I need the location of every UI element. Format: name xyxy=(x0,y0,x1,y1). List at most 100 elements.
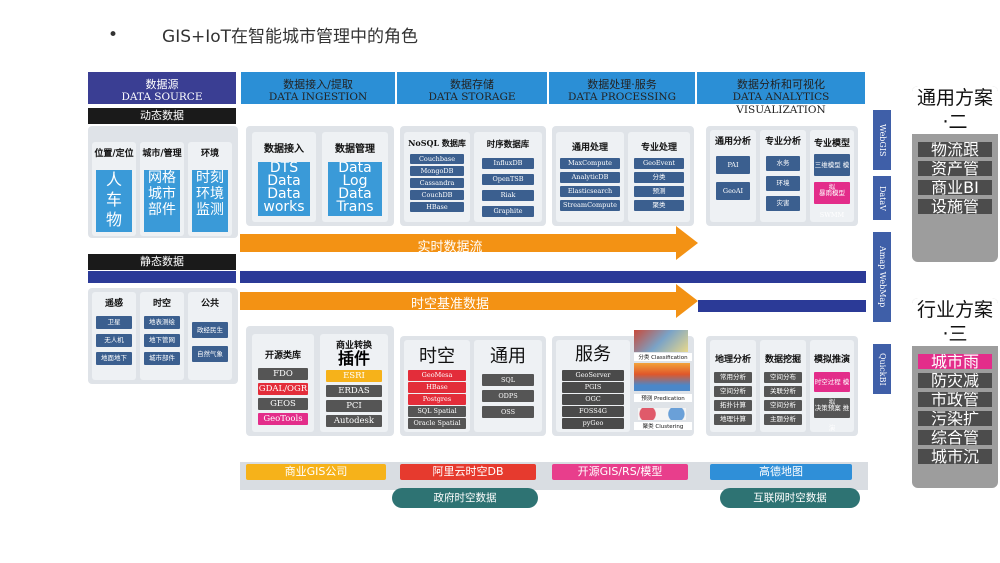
static-item: 地表测绘 xyxy=(144,316,180,329)
card-title: 开源类库 xyxy=(264,351,301,361)
analytics-model-list: 三维模型 模拟暴雨模型 SWMM xyxy=(814,154,850,219)
card-title: NoSQL 数据库 xyxy=(408,138,466,148)
header-en: DATA PROCESSING xyxy=(568,91,676,103)
thumb-clustering xyxy=(638,408,686,420)
industry-solution-list: 城市雨防灾减市政管污染扩综合管城市沉 xyxy=(912,350,998,472)
open-library-item: GDAL/OGR xyxy=(258,383,308,395)
card-body: 人 车 物 xyxy=(96,170,132,232)
geo-analysis-item: 空间分析 xyxy=(714,386,752,397)
general-solution-title: 通用方案·二 xyxy=(912,86,998,134)
data-mining-item: 主题分析 xyxy=(764,414,802,425)
thumb-classification xyxy=(634,330,688,352)
geo-analysis-item: 常用分析 xyxy=(714,372,752,383)
source-static-panel: 遥感 卫星无人机地面地下 时空 地表测绘地下管网城市部件 公共 政经民生自然气象 xyxy=(88,288,238,384)
business-plugin-item: Autodesk xyxy=(326,415,382,427)
header-en: DATA ANALYTICS VISUALIZATION xyxy=(732,91,830,116)
card-title: 环境 xyxy=(200,149,219,159)
spatiotemporal-storage-item: HBase xyxy=(408,382,466,393)
solution-item: 综合管 xyxy=(918,430,992,445)
processing-general-item: AnalyticDB xyxy=(560,172,620,183)
solution-item: 商业BI xyxy=(918,180,992,195)
card-body: Data Log Data Trans xyxy=(328,162,382,216)
card-title: 专业模型 xyxy=(813,139,850,149)
ingestion-card-manage: 数据管理 Data Log Data Trans xyxy=(322,132,388,222)
static-remote-list: 卫星无人机地面地下 xyxy=(96,316,132,370)
header-data-analytics: 数据分析和可视化 DATA ANALYTICS VISUALIZATION xyxy=(697,72,865,116)
card-title: 通用分析 xyxy=(714,137,751,147)
bullet: • xyxy=(108,24,119,45)
dynamic-data-label: 动态数据 xyxy=(88,108,236,124)
card-title: 专业分析 xyxy=(764,137,801,147)
card-body: 时刻 环境监测 xyxy=(192,170,228,232)
open-library-item: GeoTools xyxy=(258,413,308,425)
simulation-item: 决策预案 推演 xyxy=(814,398,850,432)
service-item: GeoServer xyxy=(562,370,624,381)
static-item: 卫星 xyxy=(96,316,132,329)
industry-solution-title: 行业方案·三 xyxy=(912,298,998,346)
solution-item: 市政管 xyxy=(918,392,992,407)
tag-aliyun-db: 阿里云时空DB xyxy=(400,464,536,480)
title-text: GIS+IoT在智能城市管理中的角色 xyxy=(162,27,419,47)
analytics-special-list: 水务环境灾害 xyxy=(766,156,800,216)
solution-item: 城市沉 xyxy=(918,449,992,464)
thumb-prediction-label: 预测 Predication xyxy=(634,394,692,402)
right-industry-solution: 行业方案·三 城市雨防灾减市政管污染扩综合管城市沉 xyxy=(912,298,998,488)
card-title: 专业处理 xyxy=(640,143,677,153)
band-bar-3 xyxy=(698,300,866,312)
band-bar-2 xyxy=(88,271,236,283)
analytics-general-item: GeoAI xyxy=(716,182,750,200)
slide-title: • GIS+IoT在智能城市管理中的角色 xyxy=(108,22,419,48)
spatiotemporal-storage-item: Postgres xyxy=(408,394,466,405)
geo-analysis-item: 拓扑计算 xyxy=(714,400,752,411)
card-title: 城市/管理 xyxy=(142,149,182,159)
static-card-public: 公共 政经民生自然气象 xyxy=(188,292,232,380)
source-card-environment: 环境 时刻 环境监测 xyxy=(188,142,232,236)
solution-item: 污染扩 xyxy=(918,411,992,426)
realtime-flow-arrow xyxy=(240,226,698,260)
service-item: pyGeo xyxy=(562,418,624,429)
data-mining-list: 空间分布关联分析空间分析主题分析 xyxy=(764,372,802,428)
header-en: DATA INGESTION xyxy=(268,91,368,103)
business-plugin-item: ESRI xyxy=(326,370,382,382)
service-item: FOSS4G xyxy=(562,406,624,417)
header-cn: 数据处理·服务 xyxy=(587,78,657,91)
tag-commercial-gis: 商业GIS公司 xyxy=(246,464,386,480)
nosql-item: MongoDB xyxy=(410,166,464,176)
solution-item: 城市雨 xyxy=(918,354,992,369)
static-item: 无人机 xyxy=(96,334,132,347)
open-library-item: FDO xyxy=(258,368,308,380)
nosql-item: Couchbase xyxy=(410,154,464,164)
processing-general-item: StreamCompute xyxy=(560,200,620,211)
tool-webgis: WebGIS xyxy=(873,110,891,170)
timeseries-item: Graphite xyxy=(482,206,534,217)
header-data-storage: 数据存储 DATA STORAGE xyxy=(397,72,547,104)
data-mining-item: 关联分析 xyxy=(764,386,802,397)
data-mining-item: 空间分析 xyxy=(764,400,802,411)
header-data-ingestion: 数据接入/提取 DATA INGESTION xyxy=(241,72,395,104)
service-item: OGC xyxy=(562,394,624,405)
ingestion-card-access: 数据接入 DTS Data Data works xyxy=(252,132,316,222)
card-title: 时空 xyxy=(419,346,455,367)
tag-open-gis: 开源GIS/RS/模型 xyxy=(552,464,688,480)
geo-analysis-item: 地理计算 xyxy=(714,414,752,425)
arrow-shape xyxy=(240,284,698,318)
nosql-item: Cassandra xyxy=(410,178,464,188)
header-cn: 数据源 xyxy=(145,78,179,91)
tool-quickbi: QuickBI xyxy=(873,344,891,394)
